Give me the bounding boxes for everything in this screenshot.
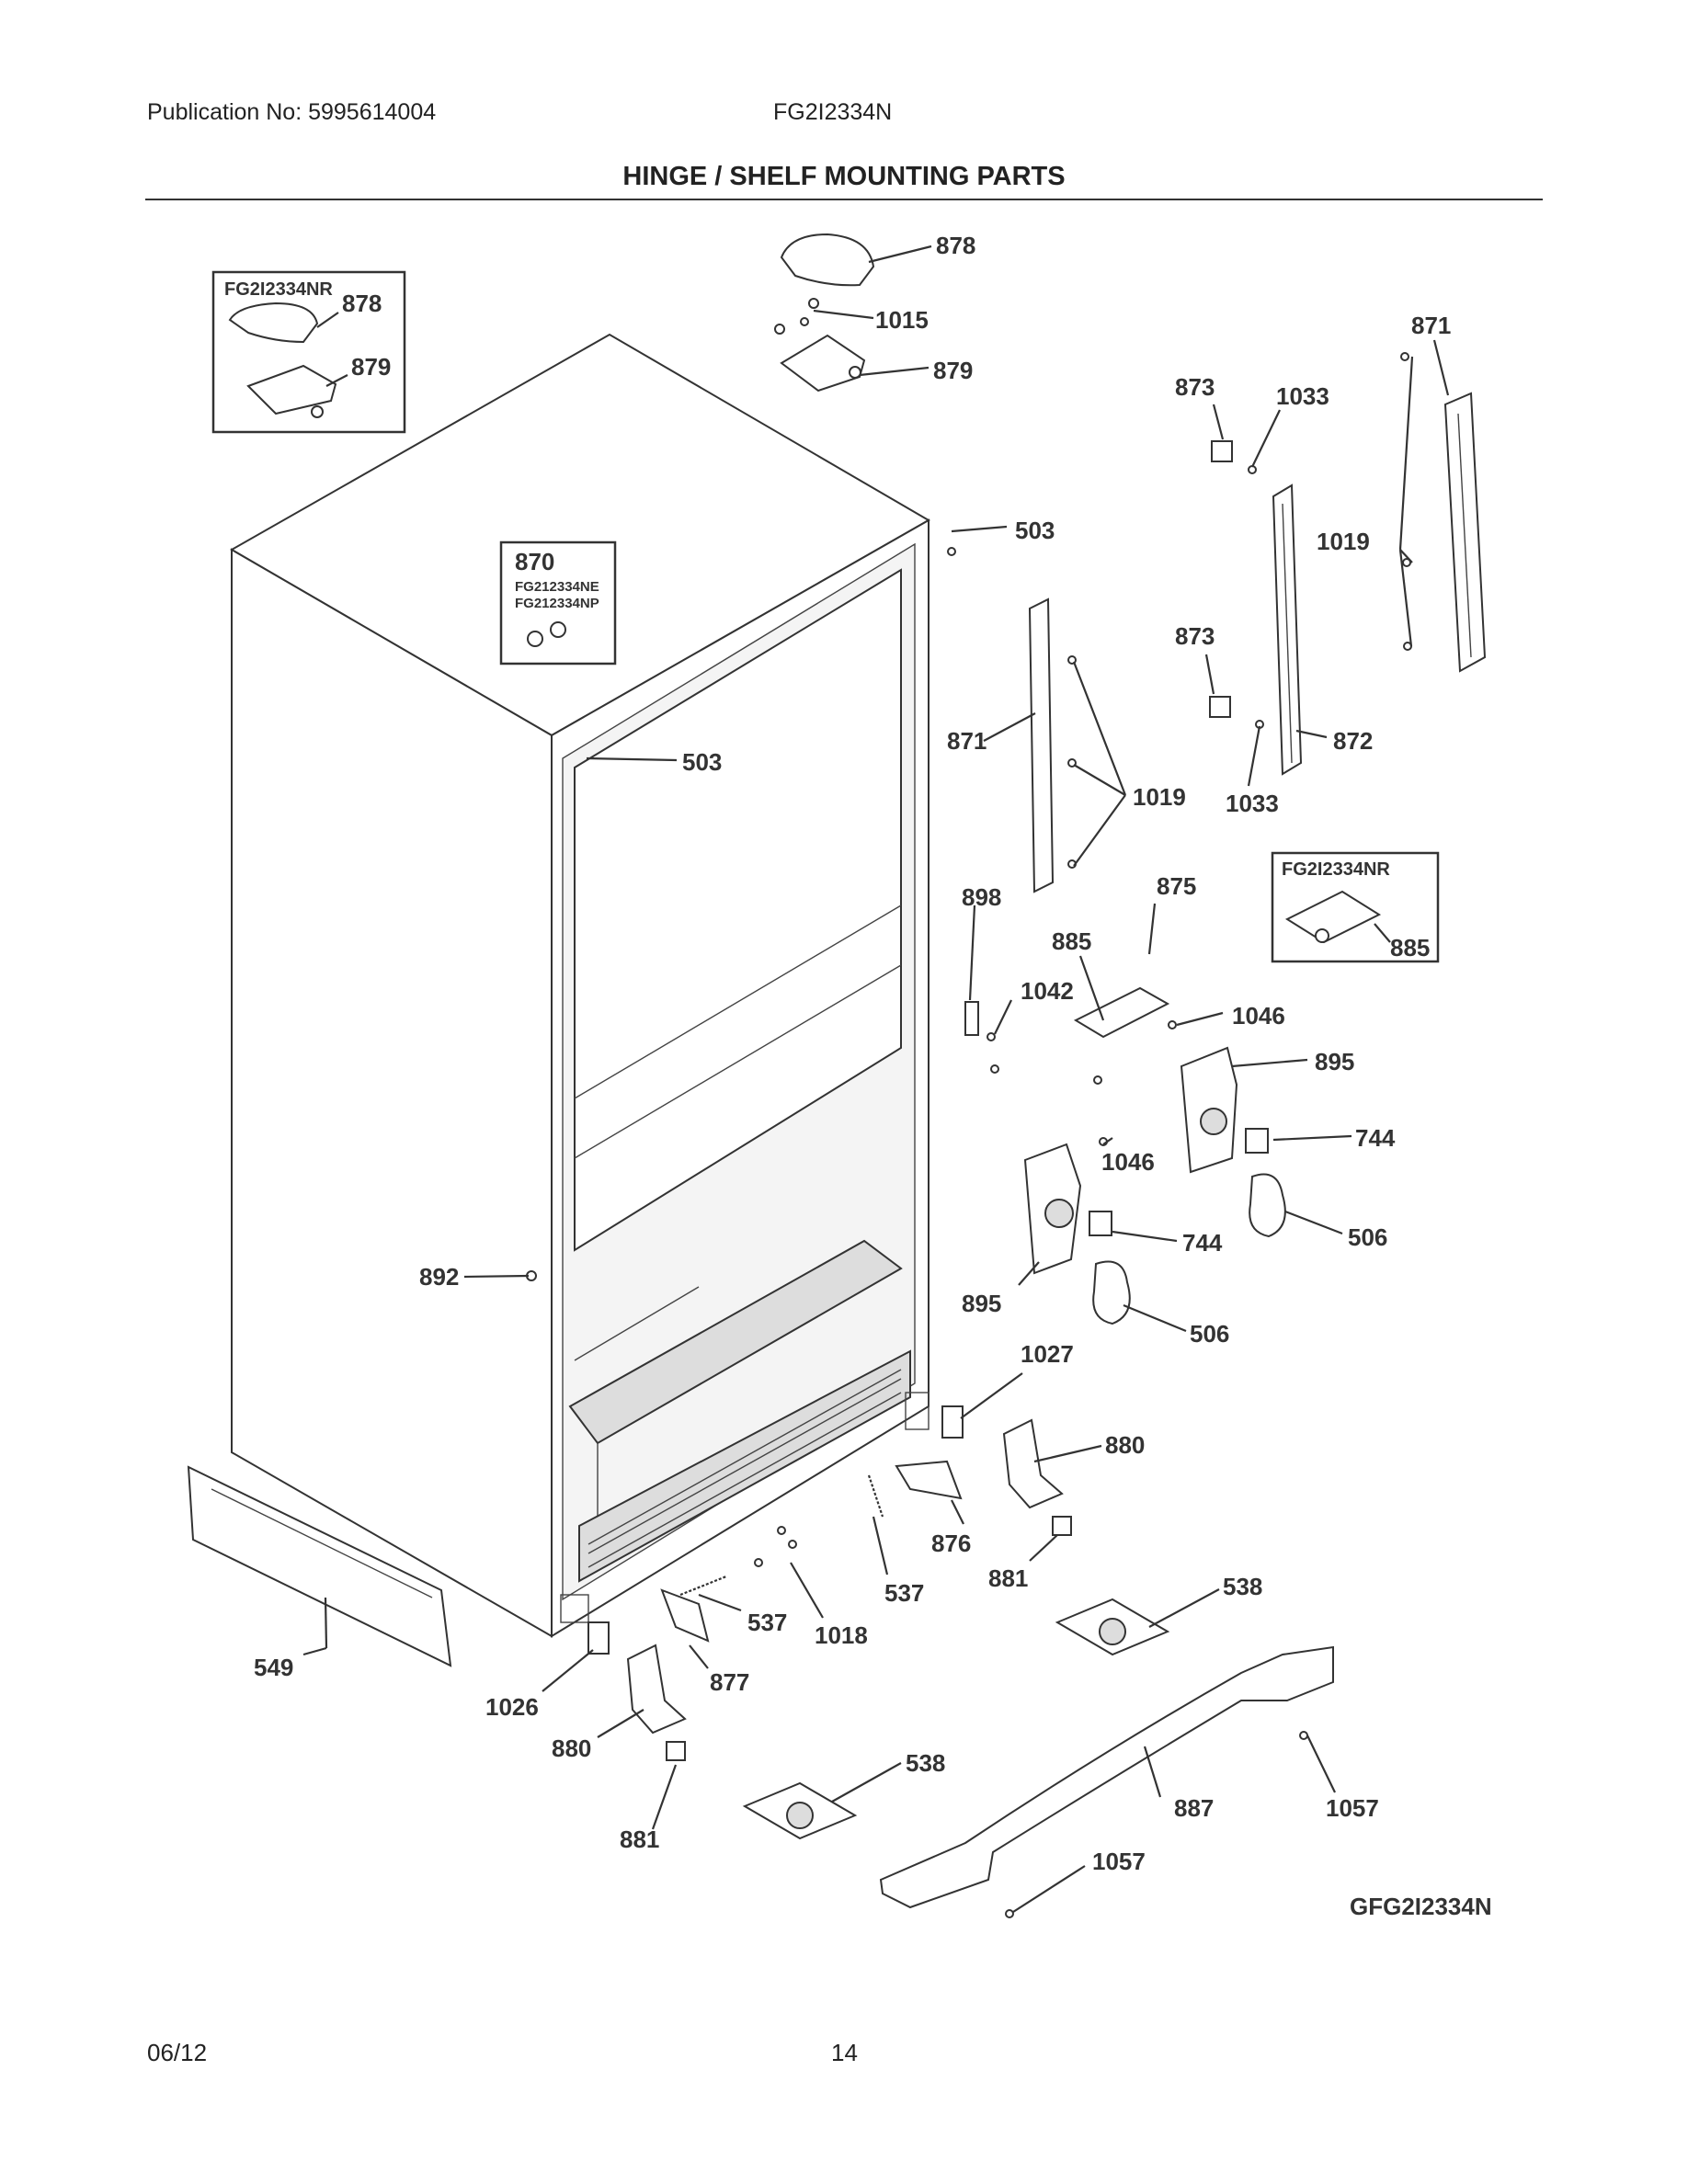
callout-1033-top: 1033 — [1276, 382, 1329, 410]
callout-538-b: 538 — [906, 1749, 945, 1777]
callout-503-mid: 503 — [682, 748, 722, 776]
toe-grille — [187, 1465, 452, 1667]
hinge-876 — [895, 1460, 963, 1500]
callout-880-a: 880 — [1105, 1431, 1145, 1459]
hinge-bracket-1026 — [587, 1621, 610, 1655]
callout-1042: 1042 — [1021, 977, 1074, 1005]
callout-1033-mid: 1033 — [1226, 790, 1279, 817]
callout-label: 885 — [1390, 934, 1430, 961]
rail-872 — [1272, 483, 1303, 776]
bracket-873-mid — [1209, 696, 1231, 718]
callout-1018: 1018 — [815, 1621, 868, 1649]
leveler-bracket-880-right — [1002, 1418, 1064, 1509]
page-title: HINGE / SHELF MOUNTING PARTS — [622, 162, 1066, 191]
callout-887: 887 — [1174, 1794, 1214, 1822]
callout-895-a: 895 — [1315, 1048, 1354, 1075]
callout-1057-a: 1057 — [1326, 1794, 1379, 1822]
top-hinge-879 — [774, 298, 866, 392]
callout-1057-b: 1057 — [1092, 1848, 1146, 1875]
lamp-socket-744-right — [1245, 1128, 1269, 1154]
inset-model-label: FG212334NP — [515, 596, 599, 611]
callout-538-a: 538 — [1223, 1573, 1262, 1600]
callout-875: 875 — [1157, 872, 1196, 900]
roller-538-left — [742, 1781, 858, 1840]
callout-877: 877 — [710, 1668, 749, 1696]
callout-895-b: 895 — [962, 1290, 1001, 1317]
publication-number: Publication No: 5995614004 — [147, 99, 437, 125]
refrigerator-cabinet — [229, 333, 931, 1638]
lamp-socket-744-left — [1089, 1211, 1112, 1236]
leveler-881-left — [666, 1741, 686, 1761]
light-cover-895-right — [1180, 1046, 1238, 1174]
spring-537-left — [679, 1575, 727, 1597]
callout-1046-a: 1046 — [1232, 1002, 1285, 1029]
callout-898: 898 — [962, 883, 1001, 911]
callout-879: 879 — [933, 357, 973, 384]
leader-lines — [302, 245, 1450, 1913]
page-number: 14 — [831, 2039, 858, 2066]
model-number: FG2I2334N — [773, 99, 893, 125]
callout-1027: 1027 — [1021, 1340, 1074, 1368]
inset-hinge-885: FG2I2334NR 885 — [1271, 851, 1440, 963]
bracket-873-top — [1211, 440, 1233, 462]
callout-873-top: 873 — [1175, 373, 1215, 401]
bulb-506-right — [1249, 1173, 1286, 1238]
callout-549: 549 — [254, 1654, 293, 1681]
base-grille-887 — [879, 1645, 1334, 1909]
callout-872: 872 — [1333, 727, 1373, 755]
bracket-898 — [964, 1001, 979, 1036]
callout-label: 878 — [342, 290, 382, 317]
title-divider — [145, 199, 1543, 200]
light-cover-895-left — [1023, 1143, 1082, 1275]
inset-top-left: FG2I2334NR 878 879 — [211, 270, 406, 434]
callout-744-a: 744 — [1355, 1124, 1396, 1152]
hinge-885 — [1073, 986, 1170, 1039]
inset-model-label: FG2I2334NR — [1282, 859, 1390, 880]
hinge-bracket-1027 — [941, 1405, 964, 1439]
callout-876: 876 — [931, 1530, 971, 1557]
rail-871-mid — [1028, 597, 1055, 893]
callout-label: 870 — [515, 548, 554, 575]
bulb-506-left — [1092, 1260, 1131, 1325]
hinge-cover-878 — [780, 233, 875, 287]
inset-model-label: FG2I2334NR — [224, 279, 333, 300]
leveler-881-right — [1052, 1516, 1072, 1536]
inset-model-label: FG212334NE — [515, 579, 599, 595]
footer-date: 06/12 — [147, 2039, 208, 2066]
callout-881-b: 881 — [620, 1826, 659, 1853]
callout-506-b: 506 — [1190, 1320, 1229, 1348]
callout-885: 885 — [1052, 927, 1091, 955]
callout-1019-right: 1019 — [1317, 528, 1370, 555]
callout-537-b: 537 — [747, 1609, 787, 1636]
callout-881-a: 881 — [988, 1564, 1028, 1592]
callout-1015: 1015 — [875, 306, 929, 334]
callout-537-a: 537 — [884, 1579, 924, 1607]
callout-1026: 1026 — [485, 1693, 539, 1721]
callout-labels: 878 1015 879 871 873 1033 1019 503 873 8… — [254, 232, 1492, 1920]
callout-871-mid: 871 — [947, 727, 987, 755]
callout-744-b: 744 — [1182, 1229, 1223, 1257]
callout-1019-mid: 1019 — [1133, 783, 1186, 811]
callout-1046-b: 1046 — [1101, 1148, 1155, 1176]
hinge-877 — [660, 1588, 710, 1643]
callout-label: 879 — [351, 353, 391, 381]
callout-873-mid: 873 — [1175, 622, 1215, 650]
leveler-bracket-880-left — [626, 1644, 687, 1735]
callout-871-top: 871 — [1411, 312, 1451, 339]
callout-878: 878 — [936, 232, 975, 259]
roller-538-right — [1055, 1598, 1170, 1656]
inset-fastener-870: 870 FG212334NE FG212334NP — [499, 540, 617, 665]
callout-506-a: 506 — [1348, 1223, 1387, 1251]
diagram-code: GFG2I2334N — [1350, 1893, 1492, 1920]
callout-892: 892 — [419, 1263, 459, 1291]
rail-871-right — [1443, 392, 1487, 673]
callout-880-b: 880 — [552, 1735, 591, 1762]
callout-503-top: 503 — [1015, 517, 1055, 544]
spring-537-right — [867, 1474, 884, 1518]
